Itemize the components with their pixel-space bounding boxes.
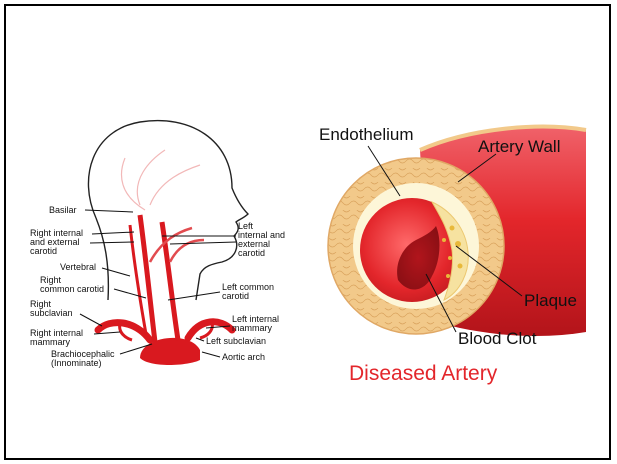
svg-text:subclavian: subclavian	[30, 308, 73, 318]
label-right-internal-mammary-2: mammary	[30, 337, 70, 347]
label-endothelium: Endothelium	[319, 125, 414, 144]
external-carotid-branches	[150, 228, 204, 262]
label-artery-wall: Artery Wall	[478, 137, 561, 156]
svg-text:mammary: mammary	[30, 337, 70, 347]
diagram-title: Diseased Artery	[349, 362, 498, 385]
head-diagram: Basilar Right internal and external caro…	[30, 121, 285, 368]
label-basilar: Basilar	[49, 205, 77, 215]
label-left-common-carotid-2: carotid	[222, 291, 249, 301]
cerebral-vessels	[122, 150, 200, 210]
label-left-internal-mammary-2: mammary	[232, 323, 272, 333]
svg-text:(Innominate): (Innominate)	[51, 358, 102, 368]
label-left-subclavian: Left subclavian	[206, 336, 266, 346]
svg-text:Aortic arch: Aortic arch	[222, 352, 265, 362]
svg-text:Vertebral: Vertebral	[60, 262, 96, 272]
label-left-internal-external-4: carotid	[238, 248, 265, 258]
artery-diagram: Endothelium Artery Wall Plaque Blood Clo…	[319, 125, 586, 385]
label-right-common-carotid-2: common carotid	[40, 284, 104, 294]
svg-text:mammary: mammary	[232, 323, 272, 333]
svg-text:Endothelium: Endothelium	[319, 125, 414, 144]
label-aortic-arch: Aortic arch	[222, 352, 265, 362]
label-right-subclavian-2: subclavian	[30, 308, 73, 318]
svg-text:carotid: carotid	[222, 291, 249, 301]
label-right-internal-external-3: carotid	[30, 246, 57, 256]
svg-text:Diseased Artery: Diseased Artery	[349, 362, 498, 385]
right-common-carotid-shape	[140, 215, 155, 342]
svg-text:Artery Wall: Artery Wall	[478, 137, 561, 156]
svg-text:Basilar: Basilar	[49, 205, 77, 215]
svg-text:carotid: carotid	[30, 246, 57, 256]
svg-text:Plaque: Plaque	[524, 291, 577, 310]
label-plaque: Plaque	[524, 291, 577, 310]
svg-text:Blood Clot: Blood Clot	[458, 329, 537, 348]
label-vertebral: Vertebral	[60, 262, 96, 272]
svg-text:common carotid: common carotid	[40, 284, 104, 294]
svg-text:Left subclavian: Left subclavian	[206, 336, 266, 346]
svg-text:carotid: carotid	[238, 248, 265, 258]
label-brachiocephalic-2: (Innominate)	[51, 358, 102, 368]
label-blood-clot: Blood Clot	[458, 329, 537, 348]
